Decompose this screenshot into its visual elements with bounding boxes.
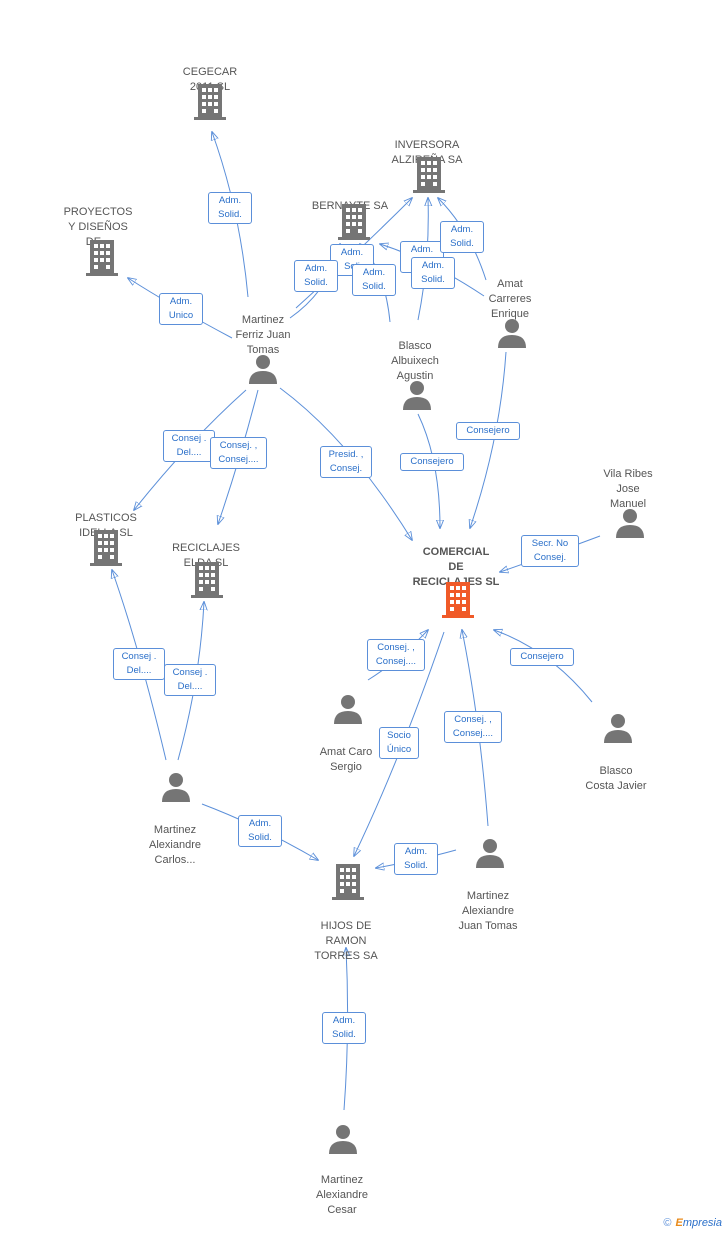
edge-label[interactable]: Consejero (456, 422, 520, 440)
edge-amat-comercial (470, 351, 507, 528)
edge-label[interactable]: Adm. Solid. (238, 815, 282, 847)
building-icon (90, 530, 122, 566)
edge-label[interactable]: Socio Único (379, 727, 419, 759)
node-label: Martinez Alexiandre Juan Tomas (458, 890, 518, 932)
building-icon (191, 562, 223, 598)
edge-label[interactable]: Adm. Solid. (440, 221, 484, 253)
building-icon (194, 84, 226, 120)
company-reciclajes-elda[interactable]: RECICLAJES ELDA SL (158, 526, 254, 601)
person-martinez-ferriz[interactable]: Martinez Ferriz Juan Tomas (218, 298, 308, 388)
person-icon (403, 381, 431, 410)
building-icon (86, 240, 118, 276)
brand-name: mpresia (682, 1217, 722, 1229)
edge-label[interactable]: Consejero (400, 453, 464, 471)
building-icon (332, 864, 364, 900)
edge-costa-comercial (494, 630, 593, 703)
node-label: Martinez Alexiandre Cesar (316, 1174, 368, 1216)
person-amat-carreres[interactable]: Amat Carreres Enrique (470, 262, 550, 352)
company-plasticos[interactable]: PLASTICOS IDELLA SL (58, 496, 154, 571)
node-label: Martinez Ferriz Juan Tomas (235, 314, 291, 356)
edge-label[interactable]: Adm. Unico (159, 293, 203, 325)
person-icon (604, 714, 632, 743)
building-icon (338, 204, 370, 240)
person-blasco-costa[interactable]: Blasco Costa Javier (572, 714, 660, 824)
node-label: Martinez Alexiandre Carlos... (149, 824, 201, 866)
copyright-icon: © (663, 1217, 672, 1229)
company-cegecar[interactable]: CEGECAR 2011 SL (160, 50, 260, 125)
company-hijos-de-ramon[interactable]: HIJOS DE RAMON TORRES SA (300, 864, 392, 994)
edge-blasco-comercial (417, 413, 440, 528)
person-vila-ribes[interactable]: Vila Ribes Jose Manuel (588, 452, 668, 542)
edge-label[interactable]: Consejero (510, 648, 574, 666)
person-martinez-carlos[interactable]: Martinez Alexiandre Carlos... (130, 773, 220, 898)
edge-label[interactable]: Consej. , Consej.... (444, 711, 502, 743)
person-icon (616, 509, 644, 538)
node-label: PROYECTOS Y DISEÑOS DE... (63, 206, 133, 248)
building-icon (413, 157, 445, 193)
brand-watermark[interactable]: ©Empresia (663, 1217, 722, 1229)
person-blasco-albuixech[interactable]: Blasco Albuixech Agustin (375, 324, 455, 414)
person-icon (249, 355, 277, 384)
person-icon (162, 773, 190, 802)
company-bernayte[interactable]: BERNAYTE SA (300, 184, 400, 244)
edge-label[interactable]: Secr. No Consej. (521, 535, 579, 567)
person-martinez-cesar[interactable]: Martinez Alexiandre Cesar (297, 1125, 387, 1235)
node-label: Amat Caro Sergio (319, 746, 373, 773)
person-icon (329, 1125, 357, 1154)
edge-label[interactable]: Consej. , Consej.... (210, 437, 267, 469)
company-proyectos[interactable]: PROYECTOS Y DISEÑOS DE... (50, 190, 146, 280)
edge-label[interactable]: Adm. Solid. (352, 264, 396, 296)
edge-label[interactable]: Consej . Del.... (113, 648, 165, 680)
person-icon (498, 319, 526, 348)
person-icon (476, 839, 504, 868)
edge-label[interactable]: Adm. Solid. (294, 260, 338, 292)
building-icon (442, 582, 474, 618)
node-label: Amat Carreres Enrique (488, 278, 532, 320)
edge-label[interactable]: Adm. Solid. (208, 192, 252, 224)
edge-label[interactable]: Adm. Solid. (411, 257, 455, 289)
person-amat-caro[interactable]: Amat Caro Sergio (306, 695, 386, 805)
node-label: Blasco Albuixech Agustin (391, 340, 439, 382)
node-label: HIJOS DE RAMON TORRES SA (314, 920, 378, 962)
person-icon (334, 695, 362, 724)
node-label: Vila Ribes Jose Manuel (603, 468, 653, 510)
edge-label[interactable]: Adm. Solid. (394, 843, 438, 875)
node-label: Blasco Costa Javier (585, 765, 647, 792)
company-comercial-de-reciclajes[interactable]: COMERCIAL DE RECICLAJES SL (400, 530, 512, 620)
edge-label[interactable]: Consej. , Consej.... (367, 639, 425, 671)
edge-label[interactable]: Consej . Del.... (164, 664, 216, 696)
company-inversora[interactable]: INVERSORA ALZIREÑA SA (372, 123, 482, 198)
brand-initial: E (675, 1217, 683, 1229)
edge-label[interactable]: Consej . Del.... (163, 430, 215, 462)
edge-label[interactable]: Adm. Solid. (322, 1012, 366, 1044)
edge-label[interactable]: Presid. , Consej. (320, 446, 372, 478)
person-martinez-juan[interactable]: Martinez Alexiandre Juan Tomas (443, 839, 533, 964)
